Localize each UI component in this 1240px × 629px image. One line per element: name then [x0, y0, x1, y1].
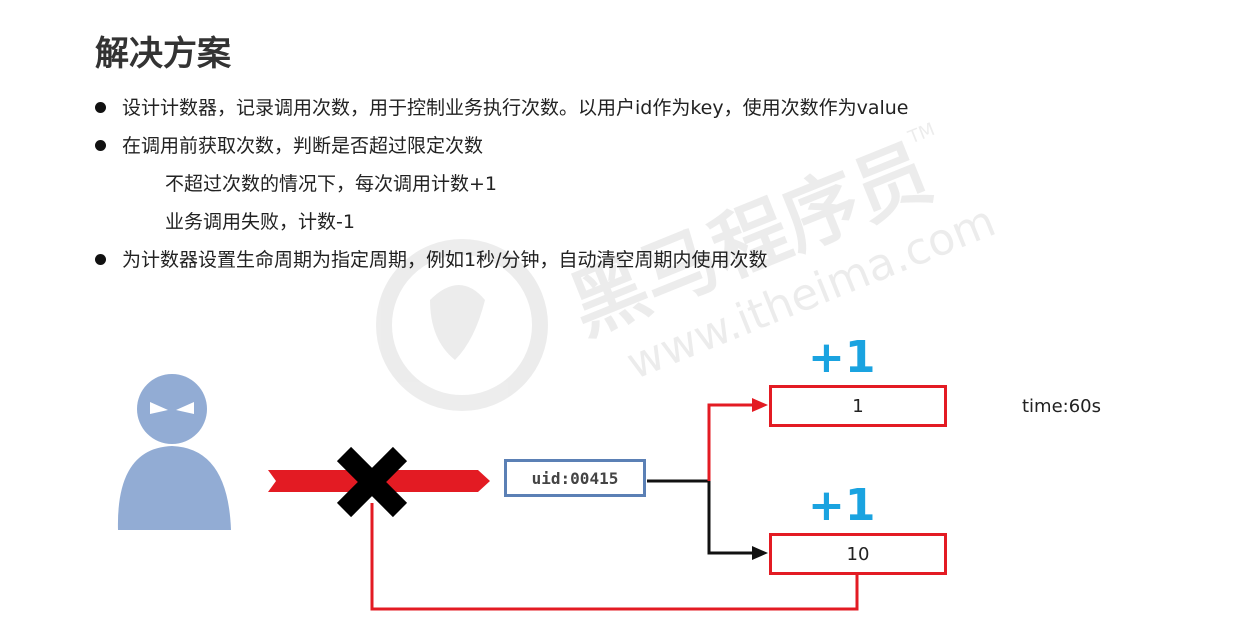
blocked-x-icon: [336, 446, 408, 518]
bullet-list: 设计计数器，记录调用次数，用于控制业务执行次数。以用户id作为key，使用次数作…: [95, 92, 1175, 282]
user-icon: [117, 374, 231, 530]
counter-box-top: 1: [769, 385, 947, 427]
bullet-dot: [95, 254, 106, 265]
plus-one-bottom: +1: [808, 480, 876, 531]
feedback-line: [370, 503, 859, 611]
uid-box: uid:00415: [504, 459, 646, 497]
sub-text: 业务调用失败，计数-1: [165, 211, 355, 233]
time-label: time:60s: [1022, 396, 1102, 417]
sub-text: 不超过次数的情况下，每次调用计数+1: [165, 173, 498, 195]
bullet-item: 为计数器设置生命周期为指定周期，例如1秒/分钟，自动清空周期内使用次数: [95, 244, 1175, 282]
bullet-text: 设计计数器，记录调用次数，用于控制业务执行次数。以用户id作为key，使用次数作…: [122, 97, 909, 119]
connector-top: [707, 403, 752, 481]
arrowhead-bottom: [752, 546, 768, 560]
bullet-dot: [95, 140, 106, 151]
sub-item: 不超过次数的情况下，每次调用计数+1: [95, 168, 1175, 206]
arrowhead-top: [752, 398, 768, 412]
bullet-item: 设计计数器，记录调用次数，用于控制业务执行次数。以用户id作为key，使用次数作…: [95, 92, 1175, 130]
sub-item: 业务调用失败，计数-1: [95, 206, 1175, 244]
bullet-dot: [95, 102, 106, 113]
bullet-text: 为计数器设置生命周期为指定周期，例如1秒/分钟，自动清空周期内使用次数: [122, 249, 768, 271]
connector-lines: [647, 479, 752, 555]
bullet-text: 在调用前获取次数，判断是否超过限定次数: [122, 135, 484, 157]
plus-one-top: +1: [808, 332, 876, 383]
page-title: 解决方案: [95, 34, 231, 74]
bullet-item: 在调用前获取次数，判断是否超过限定次数: [95, 130, 1175, 168]
counter-box-bottom: 10: [769, 533, 947, 575]
